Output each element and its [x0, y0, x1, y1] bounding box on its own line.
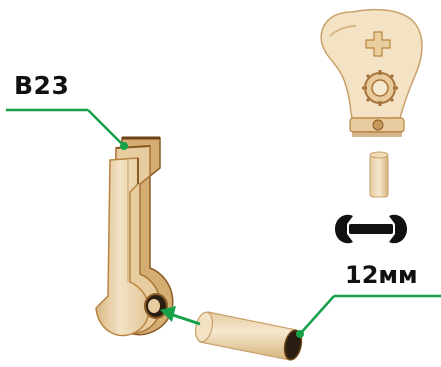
dowel-12mm	[193, 311, 304, 362]
assembled-part-body	[321, 10, 422, 118]
size-label: 12мм	[345, 261, 418, 289]
assembled-part	[321, 10, 422, 197]
leader-line-12mm	[296, 296, 441, 338]
part-b23	[96, 138, 173, 336]
leader-line-b23	[6, 110, 128, 150]
wrench-icon	[333, 210, 409, 248]
gear-cutout	[362, 70, 398, 106]
part-label: B23	[14, 71, 69, 100]
small-dowel	[370, 155, 388, 197]
